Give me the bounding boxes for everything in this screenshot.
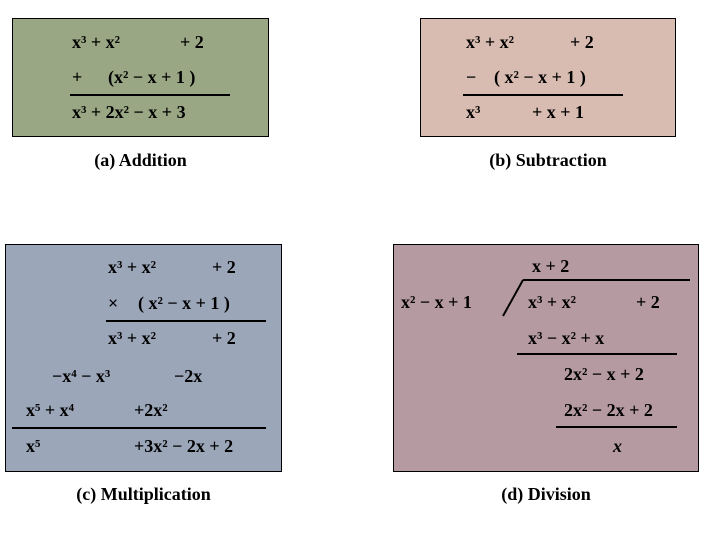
- multiplication-product-line: [12, 427, 266, 429]
- multiplication-partial3-terms: x⁵ + x⁴: [26, 400, 75, 420]
- multiplication-result-trailing: +3x² − 2x + 2: [134, 436, 234, 456]
- division-panel: [393, 244, 699, 472]
- multiplication-partial1-constant: + 2: [212, 328, 236, 348]
- multiplication-row1-constant: + 2: [212, 257, 236, 277]
- subtraction-difference-line: [463, 94, 623, 96]
- addition-row1-constant: + 2: [180, 32, 204, 52]
- addition-caption: (a) Addition: [94, 150, 187, 170]
- division-step1-product: x³ − x² + x: [528, 328, 605, 348]
- subtraction-result-leading: x³: [466, 102, 481, 122]
- subtraction-row1-constant: + 2: [570, 32, 594, 52]
- subtraction-result-trailing: + x + 1: [532, 102, 585, 122]
- division-dividend-terms: x³ + x²: [528, 292, 577, 312]
- multiplication-operator: ×: [108, 293, 119, 313]
- multiplication-caption: (c) Multiplication: [76, 484, 211, 504]
- addition-panel: [12, 18, 269, 137]
- addition-row1-terms: x³ + x²: [72, 32, 121, 52]
- division-remainder1: 2x² − x + 2: [564, 364, 644, 384]
- addition-operator: +: [72, 67, 83, 87]
- multiplication-partial3-constant: +2x²: [134, 400, 168, 420]
- subtraction-caption: (b) Subtraction: [489, 150, 607, 170]
- division-step2-product: 2x² − 2x + 2: [564, 400, 653, 420]
- subtraction-row2-expression: ( x² − x + 1 ): [494, 67, 586, 87]
- multiplication-result-leading: x⁵: [26, 436, 41, 456]
- division-quotient: x + 2: [532, 256, 570, 276]
- division-step2-line: [556, 426, 677, 428]
- division-divisor: x² − x + 1: [401, 292, 472, 312]
- division-dividend-constant: + 2: [636, 292, 660, 312]
- addition-row2-expression: (x² − x + 1 ): [108, 67, 196, 87]
- multiplication-partial1-terms: x³ + x²: [108, 328, 157, 348]
- subtraction-operator: −: [466, 67, 477, 87]
- multiplication-factor-line: [106, 320, 266, 322]
- subtraction-panel: [420, 18, 676, 137]
- subtraction-row1-terms: x³ + x²: [466, 32, 515, 52]
- multiplication-row2-expression: ( x² − x + 1 ): [138, 293, 230, 313]
- multiplication-partial2-constant: −2x: [174, 366, 203, 386]
- division-caption: (d) Division: [501, 484, 591, 504]
- division-final-remainder: x: [613, 436, 622, 456]
- multiplication-row1-terms: x³ + x²: [108, 257, 157, 277]
- division-step1-line: [517, 353, 677, 355]
- addition-result: x³ + 2x² − x + 3: [72, 102, 186, 122]
- addition-sum-line: [70, 94, 230, 96]
- multiplication-panel: [5, 244, 282, 472]
- multiplication-partial2-terms: −x⁴ − x³: [52, 366, 111, 386]
